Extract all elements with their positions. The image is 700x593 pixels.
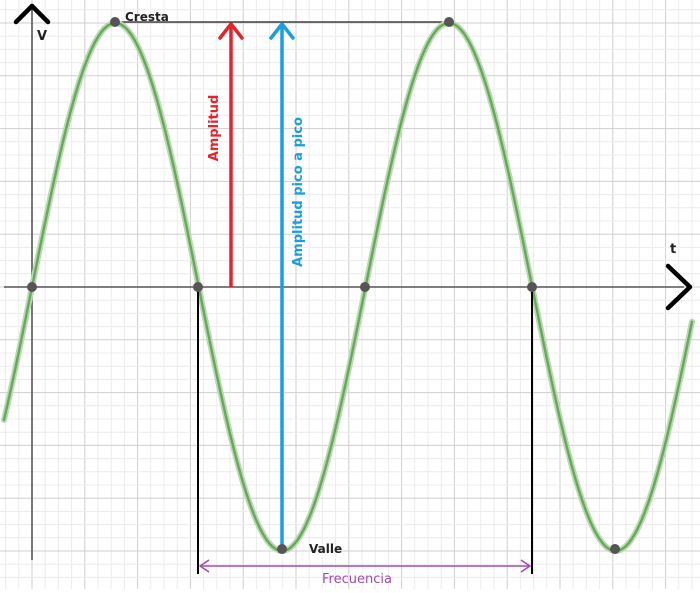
point-crest-2 [444,17,454,27]
point-zero-3 [527,282,537,292]
peak-to-peak-arrow [269,22,295,549]
point-origin [27,282,37,292]
crest-label: Cresta [125,10,169,24]
x-axis-label: t [670,242,676,257]
y-axis-arrowhead [13,3,51,25]
y-axis-label: V [37,29,47,44]
point-zero-1 [193,282,203,292]
key-points [27,17,620,554]
peak-to-peak-label: Amplitud pico a pico [291,117,306,267]
x-axis-arrowhead [665,263,693,311]
amplitude-label: Amplitud [207,95,222,162]
frequency-arrow [199,559,531,573]
point-crest-1 [110,17,120,27]
amplitude-arrow [218,22,244,287]
point-trough-1 [277,544,287,554]
trough-label: Valle [309,542,342,556]
point-trough-2 [610,544,620,554]
frequency-label: Frecuencia [322,572,392,587]
point-zero-2 [360,282,370,292]
